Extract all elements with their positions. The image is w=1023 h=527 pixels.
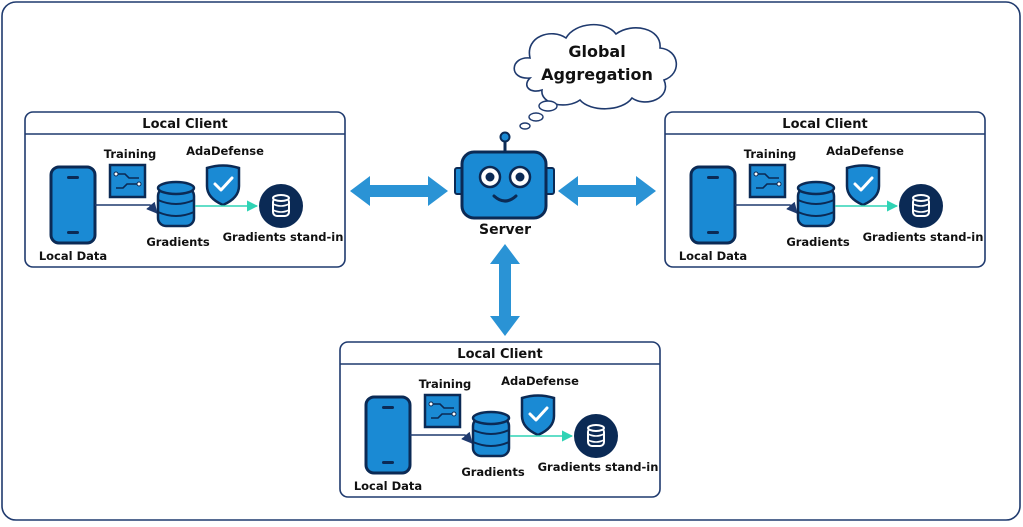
gradients-stand-in-label: Gradients stand-in bbox=[863, 230, 984, 244]
training-label: Training bbox=[419, 377, 472, 391]
thought-bubble-3 bbox=[519, 122, 531, 130]
training-circuit-icon bbox=[423, 393, 462, 429]
right-link-arrow bbox=[558, 176, 656, 206]
training-label: Training bbox=[744, 147, 797, 161]
adadefense-shield-icon bbox=[520, 394, 556, 437]
gradients-database-icon bbox=[796, 180, 836, 228]
client-title: Local Client bbox=[782, 117, 867, 132]
thought-bubble-1 bbox=[538, 100, 558, 112]
gradients-stand-in-label: Gradients stand-in bbox=[223, 230, 344, 244]
cloud-title-line2: Aggregation bbox=[541, 65, 653, 84]
gradients-stand-in-icon bbox=[899, 184, 943, 228]
training-circuit-icon bbox=[748, 163, 787, 199]
gradients-label: Gradients bbox=[461, 465, 525, 479]
thought-bubble-2 bbox=[528, 112, 544, 122]
data-flow-arrow bbox=[95, 201, 158, 214]
server-label: Server bbox=[479, 222, 531, 238]
left-link-arrow bbox=[350, 176, 448, 206]
gradients-database-icon bbox=[471, 410, 511, 458]
phone-icon bbox=[364, 395, 412, 475]
adadefense-label: AdaDefense bbox=[501, 374, 579, 388]
gradients-label: Gradients bbox=[146, 235, 210, 249]
phone-icon bbox=[49, 165, 97, 245]
training-label: Training bbox=[104, 147, 157, 161]
phone-icon bbox=[689, 165, 737, 245]
global-aggregation-cloud: Global Aggregation bbox=[513, 23, 678, 130]
bottom-link-arrow bbox=[490, 244, 520, 336]
gradients-stand-in-icon bbox=[259, 184, 303, 228]
adadefense-label: AdaDefense bbox=[186, 144, 264, 158]
data-flow-arrow bbox=[735, 201, 798, 214]
client-title: Local Client bbox=[457, 347, 542, 362]
adadefense-shield-icon bbox=[845, 164, 881, 207]
local-data-label: Local Data bbox=[354, 479, 422, 493]
local-data-label: Local Data bbox=[39, 249, 107, 263]
gradients-database-icon bbox=[156, 180, 196, 228]
training-circuit-icon bbox=[108, 163, 147, 199]
server-robot-icon bbox=[454, 131, 555, 220]
gradients-stand-in-icon bbox=[574, 414, 618, 458]
data-flow-arrow bbox=[410, 431, 473, 444]
cloud-title-line1: Global bbox=[568, 42, 625, 61]
local-data-label: Local Data bbox=[679, 249, 747, 263]
gradients-label: Gradients bbox=[786, 235, 850, 249]
gradients-stand-in-label: Gradients stand-in bbox=[538, 460, 659, 474]
adadefense-label: AdaDefense bbox=[826, 144, 904, 158]
adadefense-shield-icon bbox=[205, 164, 241, 207]
client-title: Local Client bbox=[142, 117, 227, 132]
